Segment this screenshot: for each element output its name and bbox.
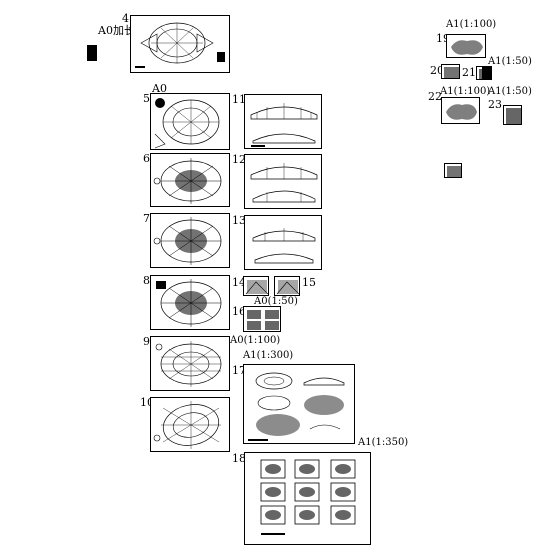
sheet-7-plan[interactable] (150, 213, 230, 268)
sheet-18-grid[interactable] (244, 452, 371, 545)
detail-drawing-23 (506, 108, 521, 124)
sheet-number-21: 21 (462, 66, 476, 79)
plan-drawing-5 (154, 98, 220, 149)
sheet-scale-a1-1-300: A1(1:300) (243, 350, 294, 361)
grid-drawing-18 (260, 459, 356, 535)
sheet-14-detail[interactable] (243, 276, 269, 296)
sheet-11-elevation[interactable] (244, 94, 322, 149)
sheet-9-plan[interactable] (150, 336, 230, 391)
sheet-number-19: 19 (436, 32, 450, 45)
sheet-number-13: 13 (232, 214, 246, 227)
sheet-23-detail[interactable] (503, 105, 522, 125)
plan-drawing-10 (153, 401, 221, 449)
sheet-number-7: 7 (143, 212, 150, 225)
sheet-number-23: 23 (488, 98, 502, 111)
plan-drawing-9 (155, 341, 222, 387)
sheet-scale-a1-1-50-mid: A1(1:50) (488, 86, 532, 97)
sheet-number-18: 18 (232, 452, 246, 465)
sheet-8-plan[interactable] (150, 275, 230, 330)
plan-drawing-19 (451, 40, 483, 55)
sheet-number-6: 6 (143, 152, 150, 165)
plan-drawing-22 (446, 104, 477, 120)
sheet-number-22: 22 (428, 90, 442, 103)
sheet-scale-a0-1-50: A0(1:50) (254, 296, 298, 307)
sheet-20-detail[interactable] (441, 64, 460, 79)
sheet-number-10: 10 (140, 396, 154, 409)
sheet-extra-detail[interactable] (444, 163, 462, 178)
sheet-6-plan[interactable] (150, 153, 230, 207)
sheet-number-11: 11 (232, 93, 246, 106)
sheet-17-overview[interactable] (243, 364, 355, 444)
site-plan-drawing (135, 22, 225, 68)
sheet-12-elevation[interactable] (244, 154, 322, 209)
detail-drawing-20 (444, 67, 459, 78)
sheet-number-17: 17 (232, 364, 246, 377)
sheet-scale-a1-1-350: A1(1:350) (358, 437, 409, 448)
plan-drawing-7 (153, 217, 222, 265)
sheet-16-detail[interactable] (243, 306, 281, 332)
sheet-scale-a1-1-100-mid: A1(1:100) (440, 86, 491, 97)
sheet-4-plan[interactable] (130, 15, 230, 73)
elevation-drawing-11 (250, 103, 318, 147)
sheet-scale-a1-1-50-top: A1(1:50) (488, 56, 532, 67)
extra-detail-drawing (447, 166, 461, 177)
sheet-number-12: 12 (232, 153, 246, 166)
sheet-label-a0-long: A0加长 (98, 24, 135, 37)
plan-drawing-8 (156, 279, 222, 327)
sheet-13-section[interactable] (244, 215, 322, 270)
plan-drawing-6 (153, 158, 222, 204)
detail-drawing-15 (276, 280, 299, 295)
sheet-number-9: 9 (143, 335, 150, 348)
detail-drawing-16 (247, 310, 279, 330)
sheet-scale-a0-1-100: A0(1:100) (230, 335, 281, 346)
sheet-5-plan[interactable] (150, 93, 230, 150)
sheet-number-14: 14 (232, 276, 246, 289)
sheet-number-16: 16 (232, 305, 246, 318)
sheet-10-plan[interactable] (150, 397, 230, 452)
sheet-number-5: 5 (143, 92, 150, 105)
sheet-21b-block (482, 66, 492, 80)
elevation-drawing-12 (250, 163, 318, 203)
sheet-number-15: 15 (302, 276, 316, 289)
sheet-19-plan[interactable] (446, 34, 486, 58)
sheet-number-20: 20 (430, 64, 444, 77)
detail-drawing-14 (245, 280, 268, 295)
sheet-scale-a0: A0 (152, 82, 167, 95)
sheet-number-4: 4 (122, 12, 129, 25)
sheet-15-detail[interactable] (274, 276, 300, 296)
sheet-scale-a1-1-100-top: A1(1:100) (446, 19, 497, 30)
sheet-number-8: 8 (143, 274, 150, 287)
section-drawing-13 (252, 228, 316, 264)
overview-drawing-17 (248, 372, 345, 441)
legend-marker (87, 45, 97, 61)
sheet-22-plan[interactable] (441, 97, 480, 124)
